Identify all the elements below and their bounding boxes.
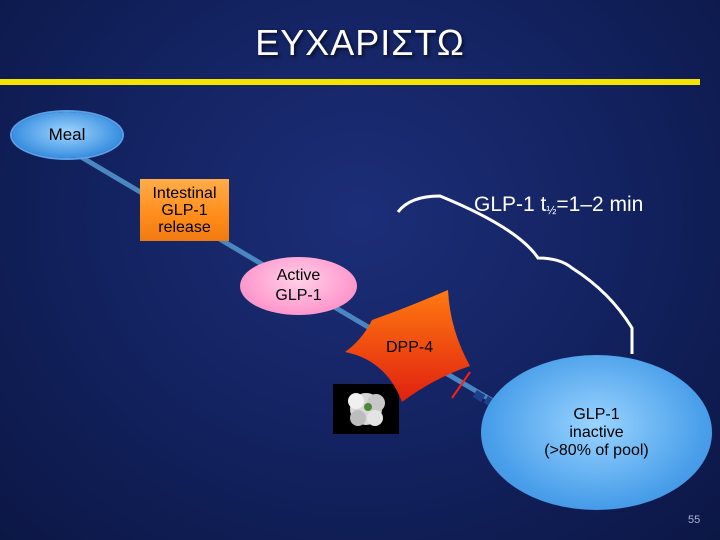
active-glp1-node: Active GLP-1 (240, 257, 357, 315)
protein-structure (348, 393, 385, 426)
dpp4-shape (345, 290, 470, 402)
active-line-1: Active (276, 267, 321, 284)
half-life-suffix: =1–2 min (556, 193, 644, 216)
active-line-2: GLP-1 (275, 287, 322, 304)
dpp4-label: DPP-4 (386, 339, 434, 356)
intestinal-line-3: release (158, 218, 211, 236)
slide-title: ΕΥΧΑΡΙΣΤΩ (255, 22, 465, 63)
fragment-block (472, 389, 486, 403)
intestinal-release-node: Intestinal GLP-1 release (140, 179, 229, 241)
inactive-line-2: inactive (569, 423, 624, 441)
intestinal-line-1: Intestinal (152, 184, 217, 202)
inactive-line-3: (>80% of pool) (544, 441, 649, 459)
meal-label: Meal (48, 125, 86, 144)
title-underline (0, 79, 700, 85)
half-life-label: GLP-1 t½=1–2 min (474, 193, 643, 217)
meal-node: Meal (12, 112, 122, 158)
slide-number: 55 (688, 514, 701, 526)
inactive-glp1-node: GLP-1 inactive (>80% of pool) (481, 355, 712, 510)
cleavage-mark (451, 371, 471, 399)
inactive-line-1: GLP-1 (573, 405, 620, 423)
half-life-brace (396, 194, 634, 354)
half-life-subscript: ½ (546, 203, 557, 217)
intestinal-line-2: GLP-1 (161, 201, 208, 219)
half-life-prefix: GLP-1 t (474, 193, 547, 216)
